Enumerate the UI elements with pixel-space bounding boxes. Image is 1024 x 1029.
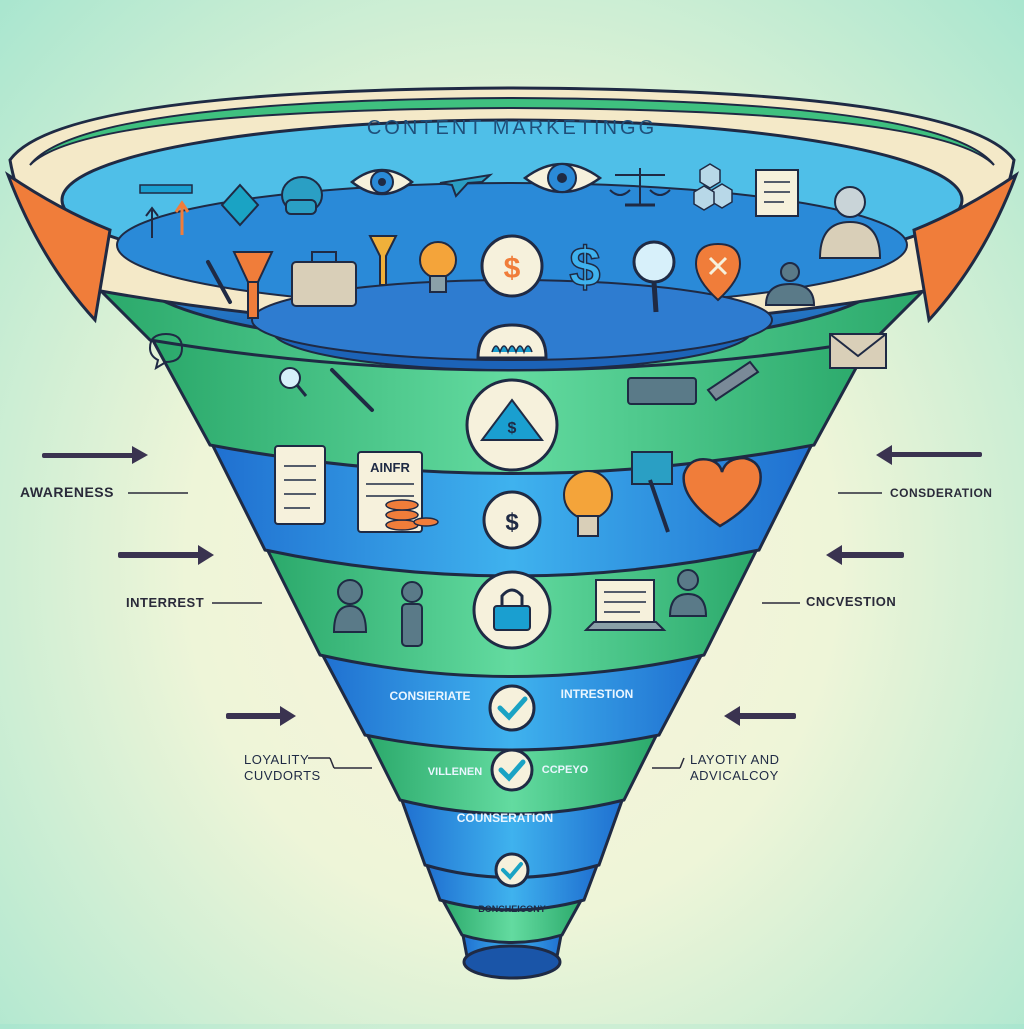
svg-text:$: $ xyxy=(508,420,517,437)
arrow-loyalty-right xyxy=(724,706,796,726)
chat-bubble-icon xyxy=(148,332,184,371)
label-awareness: AWARENESS xyxy=(20,484,114,500)
hexagons-icon xyxy=(693,163,733,211)
clipboard-icon-2: AINFR xyxy=(357,451,423,533)
envelope-icon xyxy=(829,333,887,369)
paintbrush-icon xyxy=(631,451,673,533)
dollar-medallion: $ xyxy=(482,490,542,550)
funnel-rim-band xyxy=(29,96,995,166)
leader-lines xyxy=(128,492,882,769)
cancel-pin-icon xyxy=(694,242,742,302)
arrow-interest xyxy=(118,545,214,565)
person-icon-4 xyxy=(668,569,708,617)
check-badge-3 xyxy=(494,852,530,888)
label-consideration: CONSDERATION xyxy=(890,486,993,500)
eye-icon-right xyxy=(522,162,603,194)
arrow-awareness xyxy=(42,446,148,464)
label-loyalty-left: LOYALITY CUVDORTS xyxy=(244,752,321,783)
funnel-title: CONTENT MARKETINGG xyxy=(367,117,657,139)
lightbulb-icon-2 xyxy=(563,470,613,537)
businessman-icon xyxy=(818,186,882,259)
lock-medallion xyxy=(472,570,552,650)
orange-flap-left xyxy=(4,171,112,324)
magnifier-icon-2 xyxy=(279,367,308,397)
usb-stick-icon xyxy=(706,360,760,402)
laptop-icon xyxy=(583,579,667,631)
arrow-conversion xyxy=(826,545,904,565)
orange-flap-right xyxy=(912,171,1020,324)
person-icon-1 xyxy=(764,262,816,306)
pen-icon-1 xyxy=(206,260,232,304)
elephant-icon xyxy=(281,176,323,215)
teeth-medallion xyxy=(476,323,548,360)
diamond-icon xyxy=(220,183,260,227)
svg-text:$: $ xyxy=(505,509,519,536)
label-loyalty-right: LAYOTIY AND ADVICALCOY xyxy=(690,752,780,783)
person-icon-3 xyxy=(401,581,423,647)
label-conversion: CNCVESTION xyxy=(806,594,897,609)
dollar-icon-3d: $ xyxy=(569,235,600,298)
funnel-small-icon xyxy=(232,251,274,319)
band6-left-label: CONSIERIATE xyxy=(389,689,470,703)
label-interest: INTERREST xyxy=(126,595,205,610)
magnifier-icon-1 xyxy=(632,240,676,313)
band7-right-label: CCPEYO xyxy=(542,764,589,776)
svg-text:AINFR: AINFR xyxy=(370,460,410,475)
band8-label: COUNSERATION xyxy=(457,811,553,825)
document-icon xyxy=(755,169,799,217)
band6-right-label: INTRESTION xyxy=(561,687,634,701)
filter-icon xyxy=(368,235,398,286)
band7-left-label: VILLENEN xyxy=(428,766,482,778)
pen-icon-2 xyxy=(330,368,374,412)
briefcase-icon xyxy=(291,251,357,307)
check-badge-1 xyxy=(488,684,536,732)
book-icon xyxy=(627,377,697,405)
band9-label: BONCHEICONY xyxy=(478,904,546,914)
svg-text:$: $ xyxy=(504,252,521,285)
inner-dollar-medallion: $ xyxy=(480,234,544,298)
check-badge-2 xyxy=(490,748,534,792)
clipboard-icon-1 xyxy=(274,445,326,525)
arrow-loyalty-left xyxy=(226,706,296,726)
eye-icon-left xyxy=(349,168,415,196)
up-arrows-icon xyxy=(139,184,193,238)
lightbulb-icon-1 xyxy=(419,241,457,293)
arrow-consideration xyxy=(876,445,982,465)
coins-icon xyxy=(385,499,439,531)
heart-icon xyxy=(682,456,762,528)
person-icon-2 xyxy=(332,579,368,633)
triangle-dollar-medallion: $ xyxy=(465,378,559,472)
airplane-icon xyxy=(439,173,494,198)
spout-opening xyxy=(462,944,562,980)
balance-scale-icon xyxy=(609,168,671,207)
